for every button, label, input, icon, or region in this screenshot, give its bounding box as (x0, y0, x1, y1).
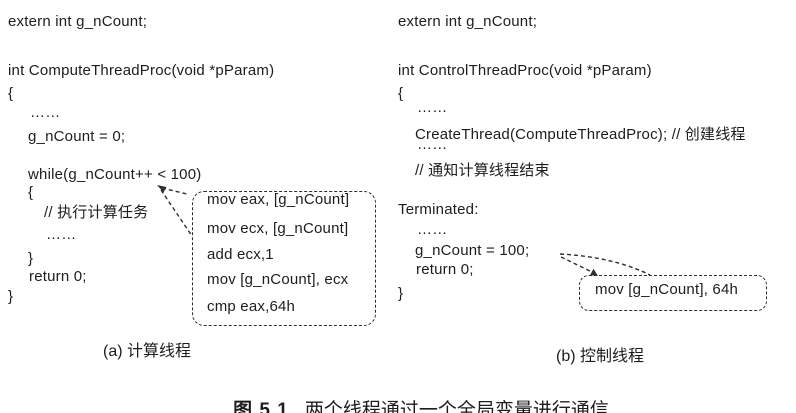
code-line: …… (417, 136, 448, 153)
figure-caption-text: 两个线程通过一个全局变量进行通信 (304, 400, 609, 413)
figure-caption-label: 图 5.1 (233, 400, 289, 413)
code-line: return 0; (416, 261, 474, 278)
code-line: int ControlThreadProc(void *pParam) (398, 62, 652, 79)
code-line: int ComputeThreadProc(void *pParam) (8, 62, 275, 79)
asm-line: cmp eax,64h (207, 298, 296, 315)
callout-arrow-left-tail-1 (161, 187, 188, 195)
code-line: } (8, 288, 14, 305)
code-line: g_nCount = 100; (415, 242, 530, 259)
code-comment-line: // 执行计算任务 (44, 204, 149, 221)
code-comment-line: // 通知计算线程结束 (415, 162, 550, 179)
code-line: return 0; (29, 268, 87, 285)
code-line: CreateThread(ComputeThreadProc); // 创建线程 (415, 126, 746, 143)
asm-callout-box-control (579, 275, 767, 311)
code-line: …… (30, 104, 61, 121)
code-line: Terminated: (398, 201, 479, 218)
callout-arrow-left-tail-2 (160, 189, 193, 237)
arrowhead-left (157, 185, 167, 193)
asm-line: mov [g_nCount], ecx (207, 271, 349, 288)
panel-caption-a: (a) 计算线程 (103, 343, 192, 360)
code-line: } (28, 250, 34, 267)
code-line: …… (417, 221, 448, 238)
figure-caption: 图 5.1 两个线程通过一个全局变量进行通信 (212, 373, 609, 413)
code-line: { (398, 85, 404, 102)
code-line: while(g_nCount++ < 100) (28, 166, 202, 183)
asm-callout-box-compute (192, 191, 376, 326)
code-line: } (398, 285, 404, 302)
code-line: { (28, 184, 34, 201)
asm-line: add ecx,1 (207, 246, 274, 263)
code-line: g_nCount = 0; (28, 128, 126, 145)
asm-line: mov ecx, [g_nCount] (207, 220, 349, 237)
asm-line: mov eax, [g_nCount] (207, 191, 350, 208)
code-line: extern int g_nCount; (8, 13, 148, 30)
code-line: extern int g_nCount; (398, 13, 538, 30)
code-line: …… (46, 226, 77, 243)
asm-line: mov [g_nCount], 64h (595, 281, 739, 298)
callout-arrow-right-tail-1 (559, 253, 651, 276)
callout-arrow-right-tail-2 (560, 256, 593, 273)
code-line: …… (417, 99, 448, 116)
code-line: { (8, 85, 14, 102)
panel-caption-b: (b) 控制线程 (556, 348, 645, 365)
